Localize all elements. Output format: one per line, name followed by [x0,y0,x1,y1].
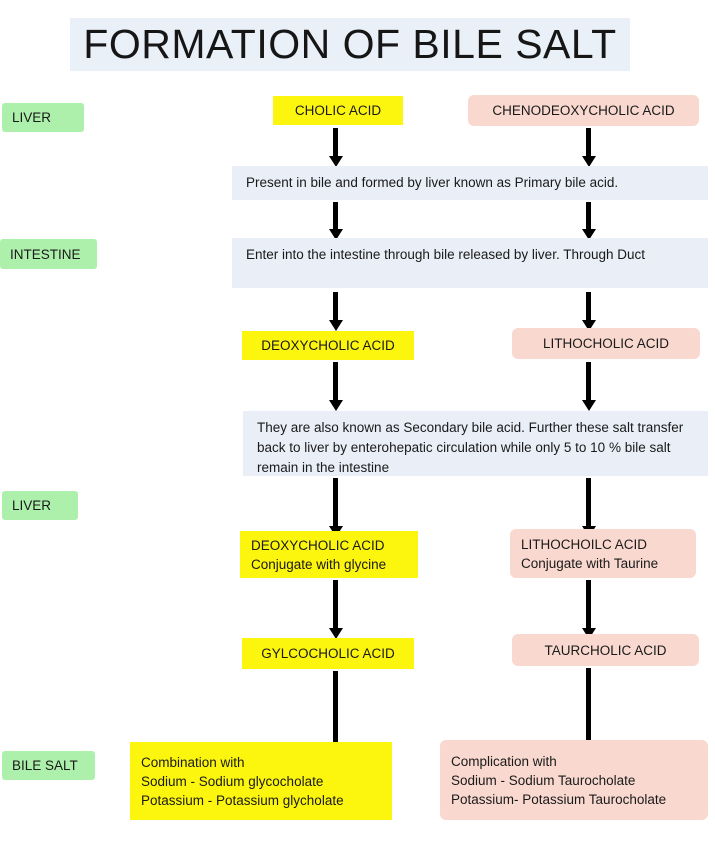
arrow-primary-to-intestine-left [333,202,338,230]
node-chenodeoxycholic-acid: CHENODEOXYCHOLIC ACID [468,95,699,126]
arrow-chenodeoxycholic-to-primary [586,128,591,157]
infobar-secondary-bile-acid: They are also known as Secondary bile ac… [243,411,708,476]
node-taurocholic-acid: TAURCHOLIC ACID [512,634,699,666]
infobar-intestine-entry: Enter into the intestine through bile re… [232,238,708,288]
arrow-glycine-conjugate-to-glycocholic [333,580,338,629]
node-cholic-acid: CHOLIC ACID [273,96,403,125]
node-bile-salt-taurocholate: Complication with Sodium - Sodium Tauroc… [440,740,708,820]
stage-label-liver-bottom: LIVER [2,491,78,520]
stage-label-liver-top: LIVER [2,103,84,132]
arrow-lithocholic-to-secondary [586,362,591,401]
arrow-intestine-to-lithocholic [586,292,591,321]
arrow-primary-to-intestine-right [586,202,591,230]
node-bile-salt-glycocholate: Combination with Sodium - Sodium glycoch… [130,742,392,820]
title-banner-background [70,18,630,71]
arrow-glycocholic-to-bile-salt [333,671,338,756]
stage-label-bile-salt: BILE SALT [2,751,95,780]
arrow-taurocholic-to-bile-salt [586,668,591,755]
node-lithocholic-taurine-conjugate: LITHOCHOILC ACID Conjugate with Taurine [510,529,696,578]
arrow-intestine-to-deoxycholic [333,292,338,321]
arrow-deoxycholic-to-secondary [333,362,338,401]
arrow-secondary-to-glycine-conjugate [333,478,338,527]
node-deoxycholic-acid: DEOXYCHOLIC ACID [242,331,414,360]
page-title: FORMATION OF BILE SALT [83,21,617,67]
arrow-secondary-to-taurine-conjugate [586,478,591,527]
arrow-taurine-conjugate-to-taurocholic [586,580,591,629]
arrow-cholic-to-primary [333,128,338,157]
infobar-primary-bile-acid: Present in bile and formed by liver know… [232,166,708,200]
stage-label-intestine: INTESTINE [0,239,97,269]
node-deoxycholic-glycine-conjugate: DEOXYCHOLIC ACID Conjugate with glycine [240,531,418,578]
node-lithocholic-acid: LITHOCHOLIC ACID [512,328,700,359]
node-glycocholic-acid: GYLCOCHOLIC ACID [242,638,414,669]
